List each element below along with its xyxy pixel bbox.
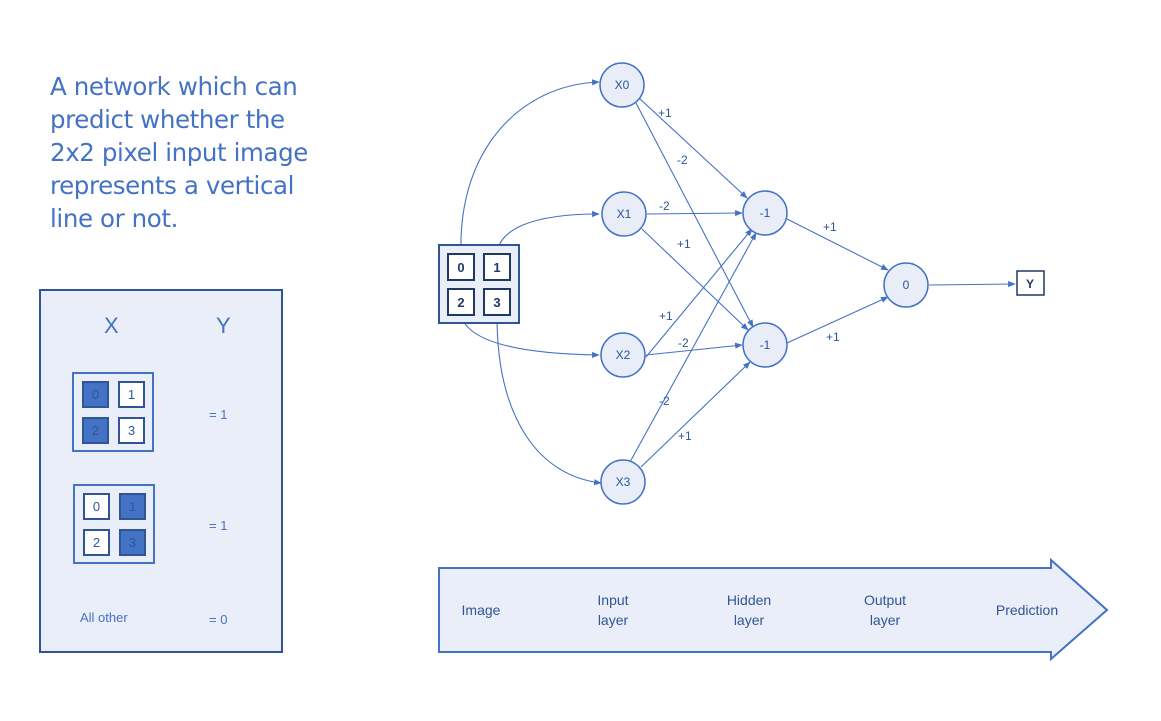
weight-h2-out: +1 bbox=[826, 330, 840, 344]
edge-x0-h2 bbox=[635, 102, 754, 328]
edge-h1-out bbox=[786, 218, 889, 271]
legend-x-header: X bbox=[104, 313, 119, 338]
input-cell-2 bbox=[447, 288, 475, 316]
node-hidden-1-label: -1 bbox=[760, 206, 771, 220]
node-output bbox=[883, 262, 929, 308]
node-x0 bbox=[599, 62, 645, 108]
edge-x3-h2 bbox=[640, 361, 751, 468]
node-output-label: 0 bbox=[903, 278, 910, 292]
edge-h2-out bbox=[786, 296, 889, 344]
node-x2 bbox=[600, 332, 646, 378]
edge-cell2-x2 bbox=[460, 315, 600, 358]
node-x1 bbox=[601, 191, 647, 237]
weight-x0-h1: +1 bbox=[658, 106, 672, 120]
legend-example-1-cell-0: 0 bbox=[82, 381, 109, 408]
legend-example-2-cell-3: 3 bbox=[119, 529, 146, 556]
weight-x3-h1: -2 bbox=[659, 394, 670, 408]
legend-example-1-grid: 0 1 2 3 bbox=[72, 372, 154, 452]
flow-stage-output-line1: Output bbox=[864, 592, 906, 608]
legend-example-2-grid: 0 1 2 3 bbox=[73, 484, 155, 564]
weight-x2-h2: -2 bbox=[678, 336, 689, 350]
legend-panel: X Y 0 1 2 3 = 1 0 1 2 3 = 1 All other = … bbox=[39, 289, 283, 653]
flow-stage-input-line1: Input bbox=[597, 592, 628, 608]
edge-x2-h2 bbox=[645, 342, 743, 356]
input-cell-1-label: 1 bbox=[493, 260, 500, 275]
flow-stage-hidden: Hidden layer bbox=[727, 592, 771, 628]
flow-stage-input: Input layer bbox=[597, 592, 628, 628]
node-hidden-1 bbox=[742, 190, 788, 236]
edge-out-y bbox=[928, 281, 1016, 288]
flow-stage-prediction: Prediction bbox=[996, 602, 1058, 618]
weight-x2-h1: +1 bbox=[659, 309, 673, 323]
legend-example-1-cell-2: 2 bbox=[82, 417, 109, 444]
input-cell-3-label: 3 bbox=[493, 295, 500, 310]
weight-x1-h1: -2 bbox=[659, 199, 670, 213]
legend-y-header: Y bbox=[216, 313, 231, 338]
legend-other-label: All other bbox=[80, 610, 128, 625]
legend-other-y: = 0 bbox=[209, 612, 228, 627]
legend-example-2-cell-0: 0 bbox=[83, 493, 110, 520]
legend-example-1-cell-3: 3 bbox=[118, 417, 145, 444]
flow-stage-image-line1: Image bbox=[462, 602, 501, 618]
node-x2-label: X2 bbox=[616, 348, 631, 362]
node-hidden-2-label: -1 bbox=[760, 338, 771, 352]
legend-example-1-cell-1: 1 bbox=[118, 381, 145, 408]
weight-x0-h2: -2 bbox=[677, 153, 688, 167]
input-cell-0 bbox=[447, 253, 475, 281]
legend-example-2-cell-2: 2 bbox=[83, 529, 110, 556]
edge-x2-h1 bbox=[645, 228, 753, 358]
flow-stage-output: Output layer bbox=[864, 592, 906, 628]
prediction-label: Y bbox=[1026, 277, 1034, 291]
input-cell-3 bbox=[483, 288, 511, 316]
flow-stage-output-line2: layer bbox=[870, 612, 901, 628]
flow-stage-input-line2: layer bbox=[598, 612, 629, 628]
flow-arrow-shape bbox=[438, 557, 1109, 662]
edge-cell0-x0 bbox=[460, 79, 600, 254]
node-x3 bbox=[600, 459, 646, 505]
flow-stage-hidden-line1: Hidden bbox=[727, 592, 771, 608]
edge-x3-h1 bbox=[629, 232, 757, 463]
flow-stage-image: Image bbox=[462, 602, 501, 618]
diagram-title: A network which can predict whether the … bbox=[50, 72, 308, 233]
weight-h1-out: +1 bbox=[823, 220, 837, 234]
flow-stage-prediction-line1: Prediction bbox=[996, 602, 1058, 618]
node-x1-label: X1 bbox=[617, 207, 632, 221]
input-cell-1 bbox=[483, 253, 511, 281]
node-x0-label: X0 bbox=[615, 78, 630, 92]
flow-stage-hidden-line2: layer bbox=[734, 612, 765, 628]
weight-x1-h2: +1 bbox=[677, 237, 691, 251]
legend-example-2-y: = 1 bbox=[209, 518, 228, 533]
node-hidden-2 bbox=[742, 322, 788, 368]
prediction-box bbox=[1016, 270, 1045, 296]
edge-cell3-x3 bbox=[496, 315, 602, 486]
legend-example-2-cell-1: 1 bbox=[119, 493, 146, 520]
edge-x1-h1 bbox=[646, 209, 743, 217]
weight-x3-h2: +1 bbox=[678, 429, 692, 443]
edge-x1-h2 bbox=[641, 228, 749, 331]
input-cell-2-label: 2 bbox=[457, 295, 464, 310]
edge-x0-h1 bbox=[638, 97, 748, 199]
node-x3-label: X3 bbox=[616, 475, 631, 489]
input-cell-0-label: 0 bbox=[457, 260, 464, 275]
legend-example-1-y: = 1 bbox=[209, 407, 228, 422]
